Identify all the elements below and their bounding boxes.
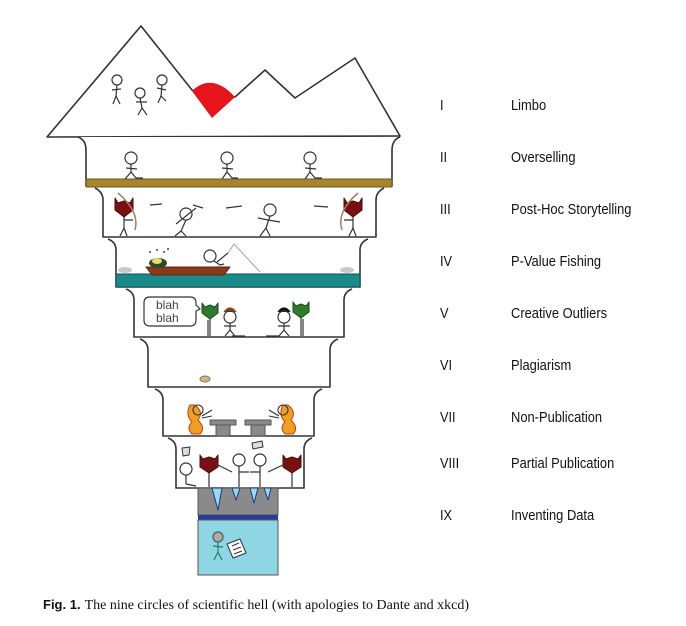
stick-figure bbox=[220, 151, 238, 180]
circle-numeral: IV bbox=[440, 253, 453, 270]
arrow bbox=[149, 203, 163, 206]
circle-name: Inventing Data bbox=[511, 507, 595, 524]
circle-7-non-publication bbox=[154, 388, 323, 437]
stick-figure-running bbox=[257, 203, 281, 237]
circle-numeral: VIII bbox=[440, 455, 460, 472]
green-devil-right bbox=[292, 301, 310, 336]
figure-caption-label: Fig. 1. bbox=[43, 597, 81, 612]
tier-outline bbox=[154, 388, 323, 437]
boat bbox=[145, 266, 231, 276]
circle-2-overselling bbox=[77, 136, 401, 188]
sun-icon bbox=[192, 82, 235, 118]
circle-numeral: IX bbox=[440, 507, 453, 524]
stick-figure bbox=[124, 151, 143, 180]
speech-bubble-line-1: blah bbox=[156, 298, 179, 312]
circle-name: Plagiarism bbox=[511, 357, 572, 374]
stick-figure bbox=[111, 74, 123, 105]
circle-name: Creative Outliers bbox=[511, 305, 608, 322]
frozen-stick-figure bbox=[212, 531, 224, 561]
circle-numeral: II bbox=[440, 149, 448, 166]
mountain-outline bbox=[46, 25, 401, 138]
circle-name: Non-Publication bbox=[511, 409, 603, 426]
fake-data-sheet bbox=[226, 538, 247, 559]
figure-caption-text: The nine circles of scientific hell (wit… bbox=[84, 598, 470, 613]
circle-numeral: I bbox=[440, 97, 444, 114]
tier-outline bbox=[139, 338, 339, 388]
stick-figure-black-hair bbox=[266, 307, 291, 337]
circle-name: Overselling bbox=[511, 149, 576, 166]
circle-name: Post-Hoc Storytelling bbox=[511, 201, 632, 218]
speech-bubble: blah blah bbox=[143, 296, 201, 327]
stick-figure-brown-hair bbox=[223, 307, 245, 337]
circle-3-post-hoc-storytelling bbox=[94, 187, 385, 238]
circle-8-partial-publication bbox=[167, 437, 313, 489]
speech-bubble-line-2: blah bbox=[156, 311, 179, 325]
figure-caption: Fig. 1.The nine circles of scientific he… bbox=[43, 597, 469, 614]
stick-figure-pitchforked bbox=[232, 453, 249, 487]
devil-archer-right bbox=[340, 192, 363, 237]
circle-name: Partial Publication bbox=[511, 455, 615, 472]
devil-archer-left bbox=[114, 192, 137, 237]
tier-outline bbox=[94, 187, 385, 238]
circle-numeral: V bbox=[440, 305, 449, 322]
circle-6-plagiarism bbox=[139, 338, 339, 388]
circle-numeral: VI bbox=[440, 357, 453, 374]
stick-figure bbox=[303, 151, 322, 180]
red-devil-right bbox=[267, 454, 302, 487]
circle-9-inventing-data bbox=[197, 487, 279, 576]
rock bbox=[118, 267, 354, 273]
ice-stripe bbox=[198, 515, 278, 520]
flying-paper bbox=[181, 440, 264, 457]
fishing-stick-figure bbox=[203, 249, 229, 266]
circle-name: Limbo bbox=[511, 97, 547, 114]
circle-4-p-value-fishing bbox=[107, 238, 369, 288]
fishing-line bbox=[227, 243, 261, 273]
red-devil-left bbox=[199, 454, 233, 487]
circle-5-creative-outliers: blah blah bbox=[125, 288, 353, 338]
arrow bbox=[313, 205, 329, 208]
crumpled-paper bbox=[199, 375, 211, 383]
green-devil-left bbox=[201, 302, 219, 336]
desk-left bbox=[209, 419, 237, 437]
arrow bbox=[225, 205, 243, 209]
burning-figure-left bbox=[187, 404, 213, 435]
burning-figure-right bbox=[268, 404, 297, 435]
stick-figure bbox=[134, 87, 148, 116]
treasure-pile bbox=[149, 248, 169, 268]
desk-right bbox=[244, 419, 272, 437]
circle-numeral: III bbox=[440, 201, 451, 218]
sandy-floor bbox=[85, 178, 393, 188]
circle-numeral: VII bbox=[440, 409, 456, 426]
seated-stick-figure bbox=[179, 462, 197, 487]
circle-1-limbo bbox=[46, 25, 401, 138]
stick-figure bbox=[156, 74, 168, 104]
stick-figure-running bbox=[174, 204, 204, 237]
water bbox=[115, 273, 361, 288]
icicles bbox=[211, 487, 272, 511]
stick-figure-pitchforked bbox=[250, 453, 267, 487]
circle-name: P-Value Fishing bbox=[511, 253, 602, 270]
